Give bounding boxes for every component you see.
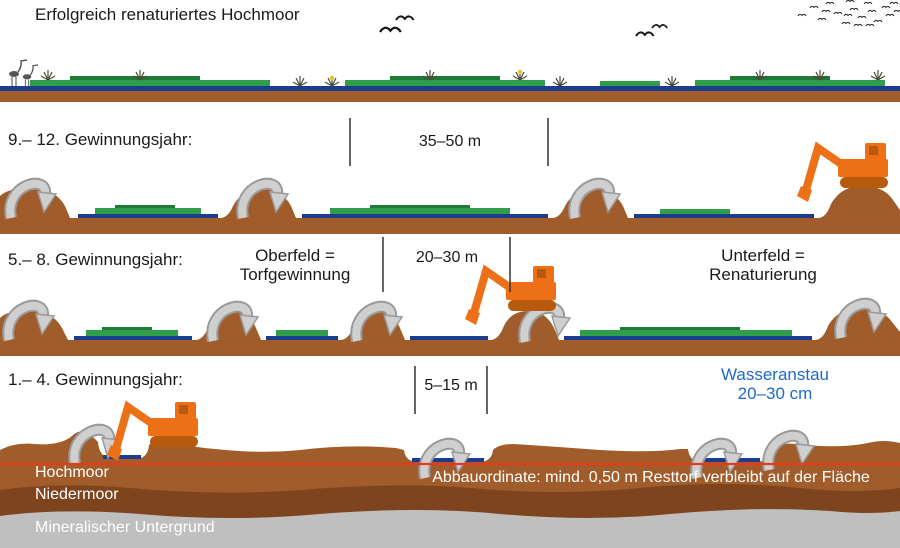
years-5-8-scene xyxy=(0,237,900,356)
grass-tufts xyxy=(40,69,886,87)
flying-birds-icon xyxy=(378,15,669,37)
oberfeld-line2: Torfgewinnung xyxy=(239,265,351,285)
oberfeld-note: Oberfeld = Torfgewinnung xyxy=(222,246,368,284)
unterfeld-note: Unterfeld = Renaturierung xyxy=(690,246,836,284)
measure-lines-35-50 xyxy=(349,118,549,166)
measurement-20-30: 20–30 m xyxy=(415,249,479,266)
bird-flock-icon xyxy=(797,0,900,27)
unterfeld-line2: Renaturierung xyxy=(709,265,817,285)
wasseranstau-note: Wasseranstau 20–30 cm xyxy=(712,365,838,403)
years-9-12-scene xyxy=(0,118,900,234)
years-1-4-scene xyxy=(0,366,900,548)
layer-label-niedermoor: Niedermoor xyxy=(35,486,119,503)
label-years-9-12: 9.– 12. Gewinnungsjahr: xyxy=(8,130,193,149)
mineral-layer xyxy=(0,509,900,548)
label-years-1-4: 1.– 4. Gewinnungsjahr: xyxy=(8,370,183,389)
measurement-35-50: 35–50 m xyxy=(418,133,482,150)
wasseranstau-line1: Wasseranstau xyxy=(720,365,830,384)
unterfeld-line1: Unterfeld = xyxy=(721,246,805,265)
panel1-title: Erfolgreich renaturiertes Hochmoor xyxy=(35,5,300,24)
layer-label-hochmoor: Hochmoor xyxy=(35,464,109,481)
renatured-bog-scene xyxy=(0,0,900,102)
measurement-5-15: 5–15 m xyxy=(424,377,478,394)
measure-lines-5-15 xyxy=(414,366,488,414)
abbau-ordinate-note: Abbauordinate: mind. 0,50 m Resttorf ver… xyxy=(432,469,870,486)
wasseranstau-line2: 20–30 cm xyxy=(737,384,813,404)
label-years-5-8: 5.– 8. Gewinnungsjahr: xyxy=(8,250,183,269)
oberfeld-line1: Oberfeld = xyxy=(255,246,335,265)
layer-label-mineral: Mineralischer Untergrund xyxy=(35,519,215,536)
measure-lines-20-30 xyxy=(382,237,511,292)
